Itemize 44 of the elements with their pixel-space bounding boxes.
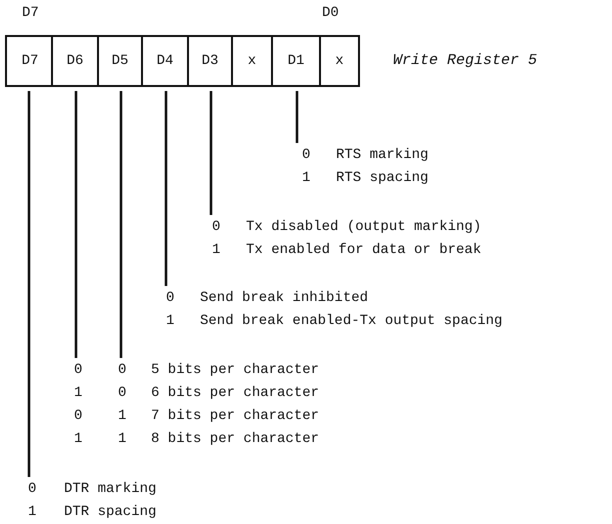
bit-value: 1 [118, 407, 128, 426]
setting-description: Send break enabled-Tx output spacing [200, 312, 502, 331]
bit-value: 0 [302, 146, 312, 165]
setting-description: DTR spacing [64, 503, 156, 522]
setting-description: 5 bits per character [151, 361, 320, 380]
setting-description: RTS spacing [336, 169, 428, 188]
leader-line [210, 91, 212, 215]
bit-value: 0 [74, 407, 84, 426]
leader-line [28, 91, 30, 477]
bit-position-label: D0 [322, 4, 339, 22]
setting-description: DTR marking [64, 480, 156, 499]
bit-value: 0 [118, 384, 128, 403]
bit-position-label: D7 [22, 4, 39, 22]
bit-value: 1 [74, 384, 84, 403]
bit-value: 1 [212, 241, 222, 260]
leader-line [164, 91, 168, 286]
register-bit-cell: D3 [187, 35, 233, 87]
register-bit-cell: x [319, 35, 360, 87]
register-bit-cell: D6 [51, 35, 99, 87]
setting-description: 8 bits per character [151, 430, 320, 449]
leader-line [296, 91, 298, 143]
setting-description: 6 bits per character [151, 384, 320, 403]
bit-value: 0 [28, 480, 38, 499]
setting-description: 7 bits per character [151, 407, 320, 426]
bit-value: 1 [166, 312, 176, 331]
bit-value: 0 [166, 289, 176, 308]
leader-line [74, 91, 78, 358]
bit-value: 1 [28, 503, 38, 522]
register-bit-cell: x [231, 35, 273, 87]
bit-value: 0 [212, 218, 222, 237]
register-bit-cell: D4 [141, 35, 189, 87]
register-bit-cell: D5 [97, 35, 143, 87]
bit-value: 0 [74, 361, 84, 380]
setting-description: RTS marking [336, 146, 428, 165]
register-name: Write Register 5 [393, 52, 538, 70]
bit-value: 1 [118, 430, 128, 449]
setting-description: Send break inhibited [200, 289, 370, 308]
bit-value: 1 [302, 169, 312, 188]
bit-value: 0 [118, 361, 128, 380]
setting-description: Tx enabled for data or break [246, 241, 482, 260]
bit-value: 1 [74, 430, 84, 449]
leader-line [120, 91, 122, 358]
setting-description: Tx disabled (output marking) [246, 218, 482, 237]
register-bit-cell: D1 [271, 35, 321, 87]
